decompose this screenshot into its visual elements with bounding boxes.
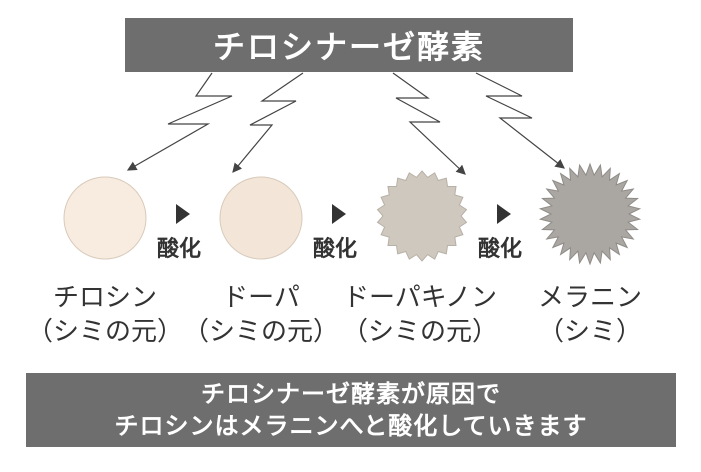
zigzag-arrow-1	[126, 72, 233, 171]
stage-name-tyrosine: チロシン	[52, 283, 157, 313]
stage-circle-dopa	[219, 176, 303, 260]
stage-shape-melanin	[538, 162, 642, 266]
stage-circle-tyrosine	[63, 176, 147, 260]
step-arrow-3	[497, 204, 511, 224]
stage-name-dopa: ドーパ	[222, 283, 300, 313]
zigzag-arrow-3	[392, 72, 466, 175]
oxidation-label-3: 酸化	[478, 237, 523, 262]
oxidation-label-2: 酸化	[313, 237, 358, 262]
zigzag-arrow-4	[475, 72, 565, 169]
oxidation-label-1: 酸化	[157, 237, 202, 262]
stage-name-melanin: メラニン	[537, 283, 642, 313]
stage-name-dopaquinone: ドーパキノン	[343, 283, 497, 313]
summary-line-1: チロシナーゼ酵素が原因で	[201, 380, 501, 408]
stage-sub-tyrosine: （シミの元）	[26, 317, 183, 347]
enzyme-title: チロシナーゼ酵素	[125, 18, 573, 72]
stage-sub-melanin: （シミ）	[537, 317, 642, 347]
zigzag-arrow-2	[232, 72, 304, 173]
stage-sub-dopaquinone: （シミの元）	[341, 317, 498, 347]
summary-line-2: チロシンはメラニンへと酸化していきます	[114, 412, 588, 440]
step-arrow-2	[332, 204, 346, 224]
stage-shape-dopaquinone	[376, 170, 468, 262]
summary-box: チロシナーゼ酵素が原因で チロシンはメラニンへと酸化していきます	[26, 373, 676, 447]
step-arrow-1	[176, 204, 190, 224]
stage-sub-dopa: （シミの元）	[182, 317, 339, 347]
